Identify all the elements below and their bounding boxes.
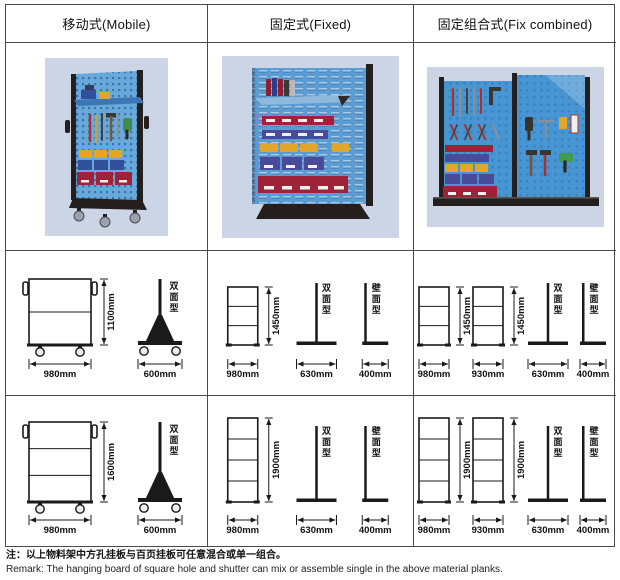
hanging-tools-right	[524, 114, 578, 176]
width-dim-label: 630mm	[532, 525, 565, 536]
panel-type-label: 壁	[589, 282, 598, 294]
fixed-tool-rack-photo	[222, 55, 399, 238]
combined-tool-rack-photo	[426, 66, 604, 227]
height-dim-label: 1900mm	[516, 441, 527, 479]
panel-type-label: 面	[589, 437, 598, 448]
panel-type-label: 型	[372, 304, 381, 316]
panel-type-label: 面	[553, 294, 562, 305]
width-dim-label: 630mm	[532, 369, 565, 380]
mobile-tool-rack-photo	[45, 57, 168, 236]
hanging-tools-left	[449, 86, 501, 140]
panel-type-label: 双	[322, 426, 331, 437]
bin-rows	[258, 115, 349, 193]
panel-type-label: 型	[589, 304, 598, 316]
width-dim-label: 400mm	[359, 369, 392, 380]
footnote-english: Remark: The hanging board of square hole…	[6, 564, 503, 575]
height-dim-label: 1100mm	[106, 293, 117, 331]
panel-type-label: 面	[322, 294, 331, 305]
height-dim-label: 1900mm	[462, 441, 473, 479]
panel-type-label: 双	[169, 281, 178, 292]
panel-type-label: 双	[169, 424, 178, 435]
panel-type-label: 型	[553, 304, 562, 316]
width-dim-label: 980mm	[418, 369, 451, 380]
width-dim-label: 980mm	[226, 369, 259, 380]
panel-type-label: 壁	[589, 425, 598, 437]
width-dim-label: 630mm	[300, 369, 333, 380]
width-dim-label: 980mm	[44, 525, 77, 536]
photo-cell-mobile	[6, 43, 208, 251]
column-header-fixed-label: 固定式(Fixed)	[269, 17, 352, 32]
width-dim-label: 600mm	[144, 369, 177, 380]
panel-type-label: 型	[322, 304, 331, 316]
product-table: 移动式(Mobile) 固定式(Fixed) 固定组合式(Fix combine…	[5, 4, 616, 547]
panel-type-label: 面	[372, 294, 381, 305]
panel-type-label: 双	[553, 283, 562, 294]
panel-type-label: 壁	[372, 425, 381, 437]
diagram-cell-mobile-1600: 1600mm 980mm 双面型 600mm	[6, 396, 208, 546]
height-dim-label: 1450mm	[516, 296, 527, 334]
width-dim-label: 600mm	[144, 525, 177, 536]
width-dim-label: 400mm	[577, 525, 610, 536]
height-dim-label: 1450mm	[271, 296, 282, 334]
width-dim-label: 980mm	[418, 525, 451, 536]
width-dim-label: 400mm	[577, 369, 610, 380]
bin-rows-left	[442, 144, 497, 198]
panel-type-label: 面	[589, 294, 598, 305]
width-dim-label: 400mm	[359, 525, 392, 536]
dimension-diagram: 1100mm 980mm 双面型 600mm	[22, 277, 183, 380]
caster-wheels	[73, 207, 141, 227]
width-dim-label: 980mm	[226, 525, 259, 536]
panel-type-label: 型	[169, 445, 178, 457]
panel-type-label: 面	[372, 437, 381, 448]
panel-type-label: 面	[169, 435, 178, 446]
column-header-fixed: 固定式(Fixed)	[208, 5, 414, 43]
footnote: 注：以上物料架中方孔挂板与百页挂板可任意混合或单一组合。 Remark: The…	[6, 549, 614, 577]
photo-cell-combined	[414, 43, 616, 251]
column-header-fix-combined-label: 固定组合式(Fix combined)	[437, 17, 593, 32]
column-header-mobile-label: 移动式(Mobile)	[62, 17, 151, 32]
panel-type-label: 型	[553, 447, 562, 459]
height-dim-label: 1900mm	[271, 441, 282, 479]
panel-type-label: 双	[322, 283, 331, 294]
height-dim-label: 1600mm	[106, 443, 117, 481]
height-dim-label: 1450mm	[462, 296, 473, 334]
width-dim-label: 980mm	[44, 369, 77, 380]
panel-type-label: 型	[589, 447, 598, 459]
dimension-diagram: 1600mm 980mm 双面型 600mm	[22, 421, 183, 536]
panel-type-label: 双	[553, 426, 562, 437]
width-dim-label: 630mm	[300, 525, 333, 536]
width-dim-label: 930mm	[472, 525, 505, 536]
diagram-cell-mobile-1100: 1100mm 980mm 双面型 600mm	[6, 251, 208, 396]
panel-type-label: 壁	[372, 282, 381, 294]
width-dim-label: 930mm	[472, 369, 505, 380]
column-header-fix-combined: 固定组合式(Fix combined)	[414, 5, 616, 43]
panel-type-label: 型	[169, 302, 178, 314]
column-header-mobile: 移动式(Mobile)	[6, 5, 208, 43]
panel-type-label: 面	[169, 292, 178, 303]
shelf-items	[266, 77, 295, 96]
photo-cell-fixed	[208, 43, 414, 251]
panel-type-label: 面	[322, 437, 331, 448]
panel-type-label: 型	[322, 447, 331, 459]
panel-type-label: 型	[372, 447, 381, 459]
footnote-chinese: 注：以上物料架中方孔挂板与百页挂板可任意混合或单一组合。	[6, 550, 286, 561]
panel-type-label: 面	[553, 437, 562, 448]
